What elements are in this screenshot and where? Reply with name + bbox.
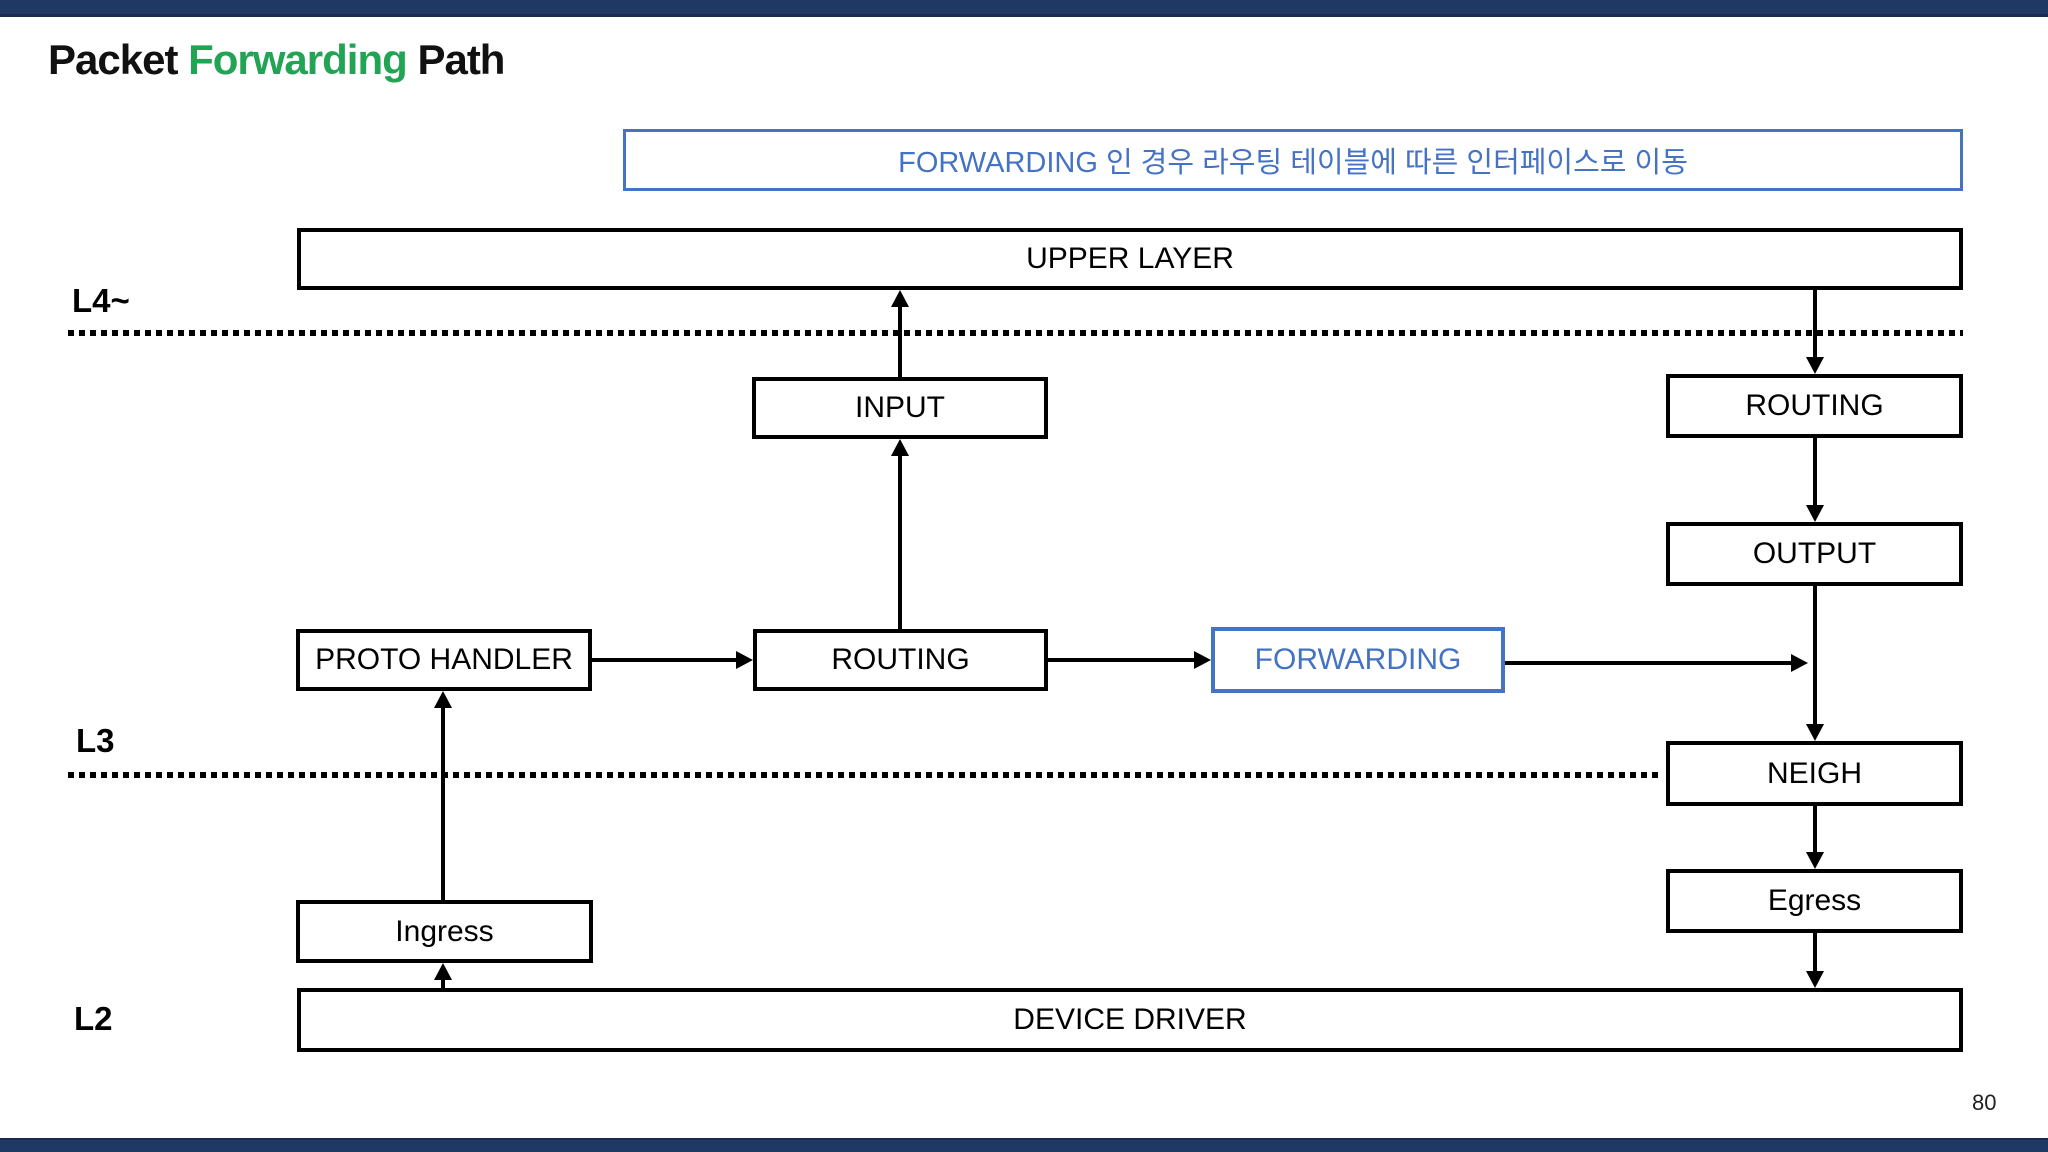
bottom-accent-bar bbox=[0, 1138, 2048, 1152]
arrow-egress-to-device-driver bbox=[1806, 933, 1824, 988]
layer-divider-l4-l3 bbox=[68, 330, 1963, 336]
node-routing-center: ROUTING bbox=[753, 629, 1048, 691]
node-proto-handler: PROTO HANDLER bbox=[296, 629, 592, 691]
node-upper-layer: UPPER LAYER bbox=[297, 228, 1963, 290]
node-ingress-label: Ingress bbox=[395, 914, 494, 948]
node-routing-center-label: ROUTING bbox=[831, 643, 970, 676]
node-device-driver-label: DEVICE DRIVER bbox=[1013, 1003, 1247, 1036]
arrow-upper-layer-to-routing-right bbox=[1806, 290, 1824, 374]
page-title: Packet Forwarding Path bbox=[48, 36, 505, 84]
node-egress: Egress bbox=[1666, 869, 1963, 933]
arrow-input-to-upper-layer bbox=[891, 290, 909, 377]
arrow-output-to-neigh bbox=[1806, 586, 1824, 741]
page-number: 80 bbox=[1972, 1090, 1997, 1115]
arrow-device-driver-to-ingress bbox=[434, 963, 452, 988]
layer-label-l4: L4~ bbox=[72, 282, 130, 319]
node-device-driver: DEVICE DRIVER bbox=[297, 988, 1963, 1052]
arrow-forwarding-to-egress-path bbox=[1505, 654, 1808, 672]
arrow-routing-center-to-input bbox=[891, 439, 909, 629]
callout-forwarding-note: FORWARDING 인 경우 라우팅 테이블에 따른 인터페이스로 이동 bbox=[623, 129, 1963, 191]
node-forwarding: FORWARDING bbox=[1211, 627, 1505, 693]
title-pre: Packet bbox=[48, 36, 189, 83]
node-neigh-label: NEIGH bbox=[1766, 756, 1862, 790]
arrow-routing-right-to-output bbox=[1806, 438, 1824, 522]
callout-text: FORWARDING 인 경우 라우팅 테이블에 따른 인터페이스로 이동 bbox=[898, 147, 1688, 179]
node-neigh: NEIGH bbox=[1666, 741, 1963, 806]
arrow-routing-center-to-forwarding bbox=[1048, 651, 1211, 669]
arrow-neigh-to-egress bbox=[1806, 806, 1824, 869]
node-output-label: OUTPUT bbox=[1752, 537, 1877, 570]
node-input: INPUT bbox=[752, 377, 1048, 439]
node-ingress: Ingress bbox=[296, 900, 593, 963]
layer-divider-l3-l2 bbox=[68, 772, 1662, 778]
node-input-label: INPUT bbox=[855, 391, 945, 424]
arrow-proto-handler-to-routing-center bbox=[592, 651, 753, 669]
node-upper-layer-label: UPPER LAYER bbox=[1026, 242, 1234, 275]
node-output: OUTPUT bbox=[1666, 522, 1963, 586]
layer-label-l2: L2 bbox=[74, 1000, 113, 1037]
title-highlight: Forwarding bbox=[188, 36, 408, 83]
node-routing-right-label: ROUTING bbox=[1745, 389, 1884, 422]
layer-label-l3: L3 bbox=[76, 722, 115, 759]
node-proto-handler-label: PROTO HANDLER bbox=[315, 643, 573, 676]
arrow-ingress-to-proto-handler bbox=[434, 691, 452, 900]
node-egress-label: Egress bbox=[1767, 884, 1862, 917]
node-routing-right: ROUTING bbox=[1666, 374, 1963, 438]
node-forwarding-label: FORWARDING bbox=[1254, 643, 1462, 676]
top-accent-bar bbox=[0, 0, 2048, 17]
title-post: Path bbox=[406, 36, 505, 83]
